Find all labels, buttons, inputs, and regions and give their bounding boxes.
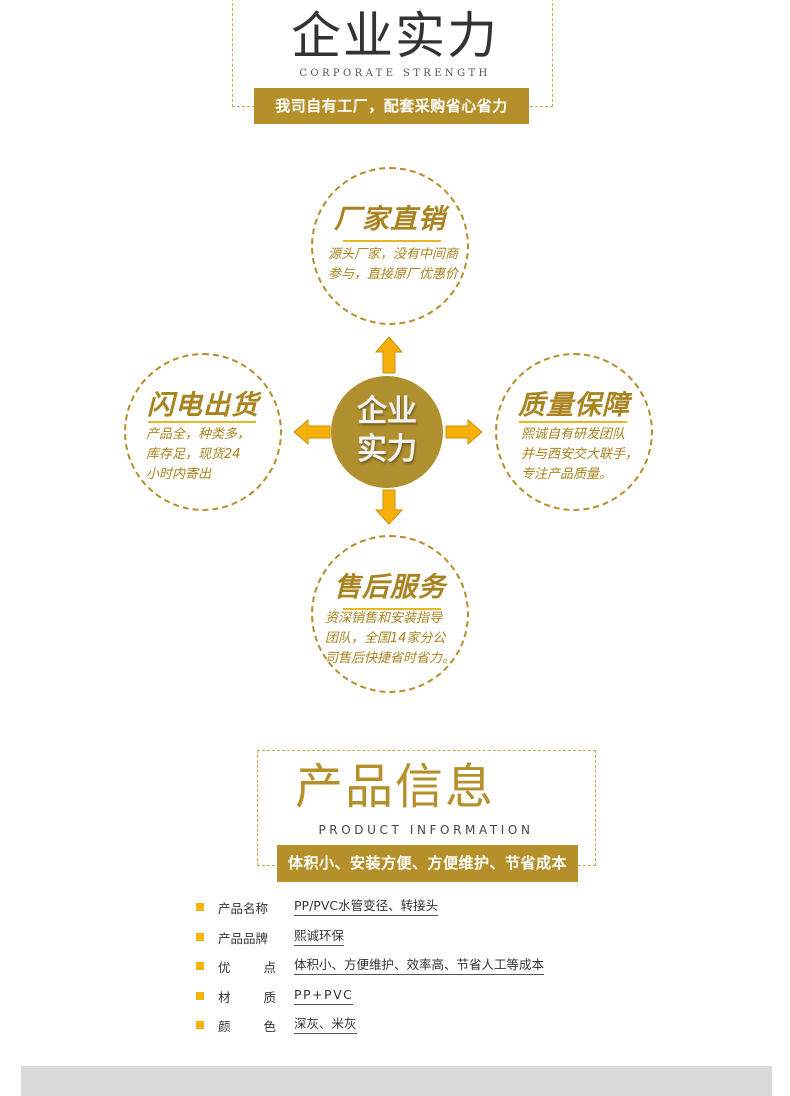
next-section-band [21,1066,772,1096]
spec-label: 产品名称 [218,898,276,917]
feature-line: 库存足，现货24 [146,447,241,462]
arrow-down-icon [375,489,403,525]
arrow-right-icon [445,419,483,445]
feature-description: 源头厂家，没有中间商 参与，直接原厂优惠价 [323,245,463,285]
square-bullet-icon [196,932,204,941]
square-bullet-icon [196,903,204,911]
feature-title: 闪电出货 [147,390,259,421]
spec-label-text: 产品名称 [218,901,269,916]
core-strength-circle: 企业 实力 [331,376,443,488]
feature-description: 产品全，种类多， 库存足，现货24 小时内寄出 [146,425,274,485]
feature-after-sales: 售后服务 资深销售和安装指导 团队，全国14家分公 司售后快捷省时省力。 [311,535,469,693]
arrow-up-icon [375,336,403,374]
product-title: 产品信息 [294,759,495,815]
spec-label-text: 优 [218,960,231,975]
spec-value: PP+PVC [294,987,354,1005]
spec-label: 产品品牌 [218,928,276,947]
feature-line: 资深销售和安装指导 [325,611,443,626]
feature-line: 产品全，种类多， [146,427,251,442]
core-label-line: 实力 [357,432,417,467]
square-bullet-icon [196,1021,204,1029]
feature-line: 小时内寄出 [146,467,212,482]
product-banner: 体积小、安装方便、方便维护、节省成本 [277,845,578,882]
feature-title: 售后服务 [334,572,446,603]
product-subtitle: PRODUCT INFORMATION [318,823,534,837]
spec-label: 材质 [218,987,276,1006]
spec-label-text: 点 [263,960,276,975]
spec-value: 熙诚环保 [294,928,345,946]
square-bullet-icon [196,991,204,1000]
core-label-line: 企业 [357,394,417,429]
feature-line: 参与，直接原厂优惠价 [327,267,458,282]
spec-label: 颜色 [218,1016,276,1035]
feature-quality-assurance: 质量保障 熙诚自有研发团队 并与西安交大联手， 专注产品质量。 [495,353,653,511]
spec-label-text: 质 [263,989,276,1005]
arrow-left-icon [293,419,331,445]
feature-line: 熙诚自有研发团队 [521,427,626,442]
feature-description: 资深销售和安装指导 团队，全国14家分公 司售后快捷省时省力。 [325,609,465,669]
feature-title: 厂家直销 [334,204,446,235]
square-bullet-icon [196,962,204,970]
feature-line: 并与西安交大联手， [521,447,639,462]
spec-label-text: 产品品牌 [218,930,269,946]
feature-divider [343,240,441,242]
strength-title: 企业实力 [291,7,499,65]
feature-line: 司售后快捷省时省力。 [325,651,456,666]
spec-value: 体积小、方便维护、效率高、节省人工等成本 [294,957,545,975]
spec-value: PP/PVC水管变径、转接头 [294,898,439,916]
feature-line: 专注产品质量。 [521,467,613,482]
feature-line: 团队，全国14家分公 [325,631,446,646]
feature-description: 熙诚自有研发团队 并与西安交大联手， 专注产品质量。 [521,425,651,485]
feature-line: 源头厂家，没有中间商 [327,247,458,262]
feature-title: 质量保障 [518,390,630,421]
spec-label-text: 颜 [218,1019,231,1034]
spec-value: 深灰、米灰 [294,1016,357,1034]
spec-label-text: 色 [263,1019,276,1034]
feature-divider [148,421,256,423]
feature-divider [343,608,441,610]
feature-factory-direct: 厂家直销 源头厂家，没有中间商 参与，直接原厂优惠价 [311,167,469,325]
spec-label-text: 材 [218,989,231,1005]
feature-fast-shipping: 闪电出货 产品全，种类多， 库存足，现货24 小时内寄出 [124,353,282,511]
feature-divider [519,421,627,423]
strength-banner: 我司自有工厂，配套采购省心省力 [254,88,529,124]
spec-label: 优点 [218,957,276,976]
strength-subtitle: CORPORATE STRENGTH [299,68,491,79]
